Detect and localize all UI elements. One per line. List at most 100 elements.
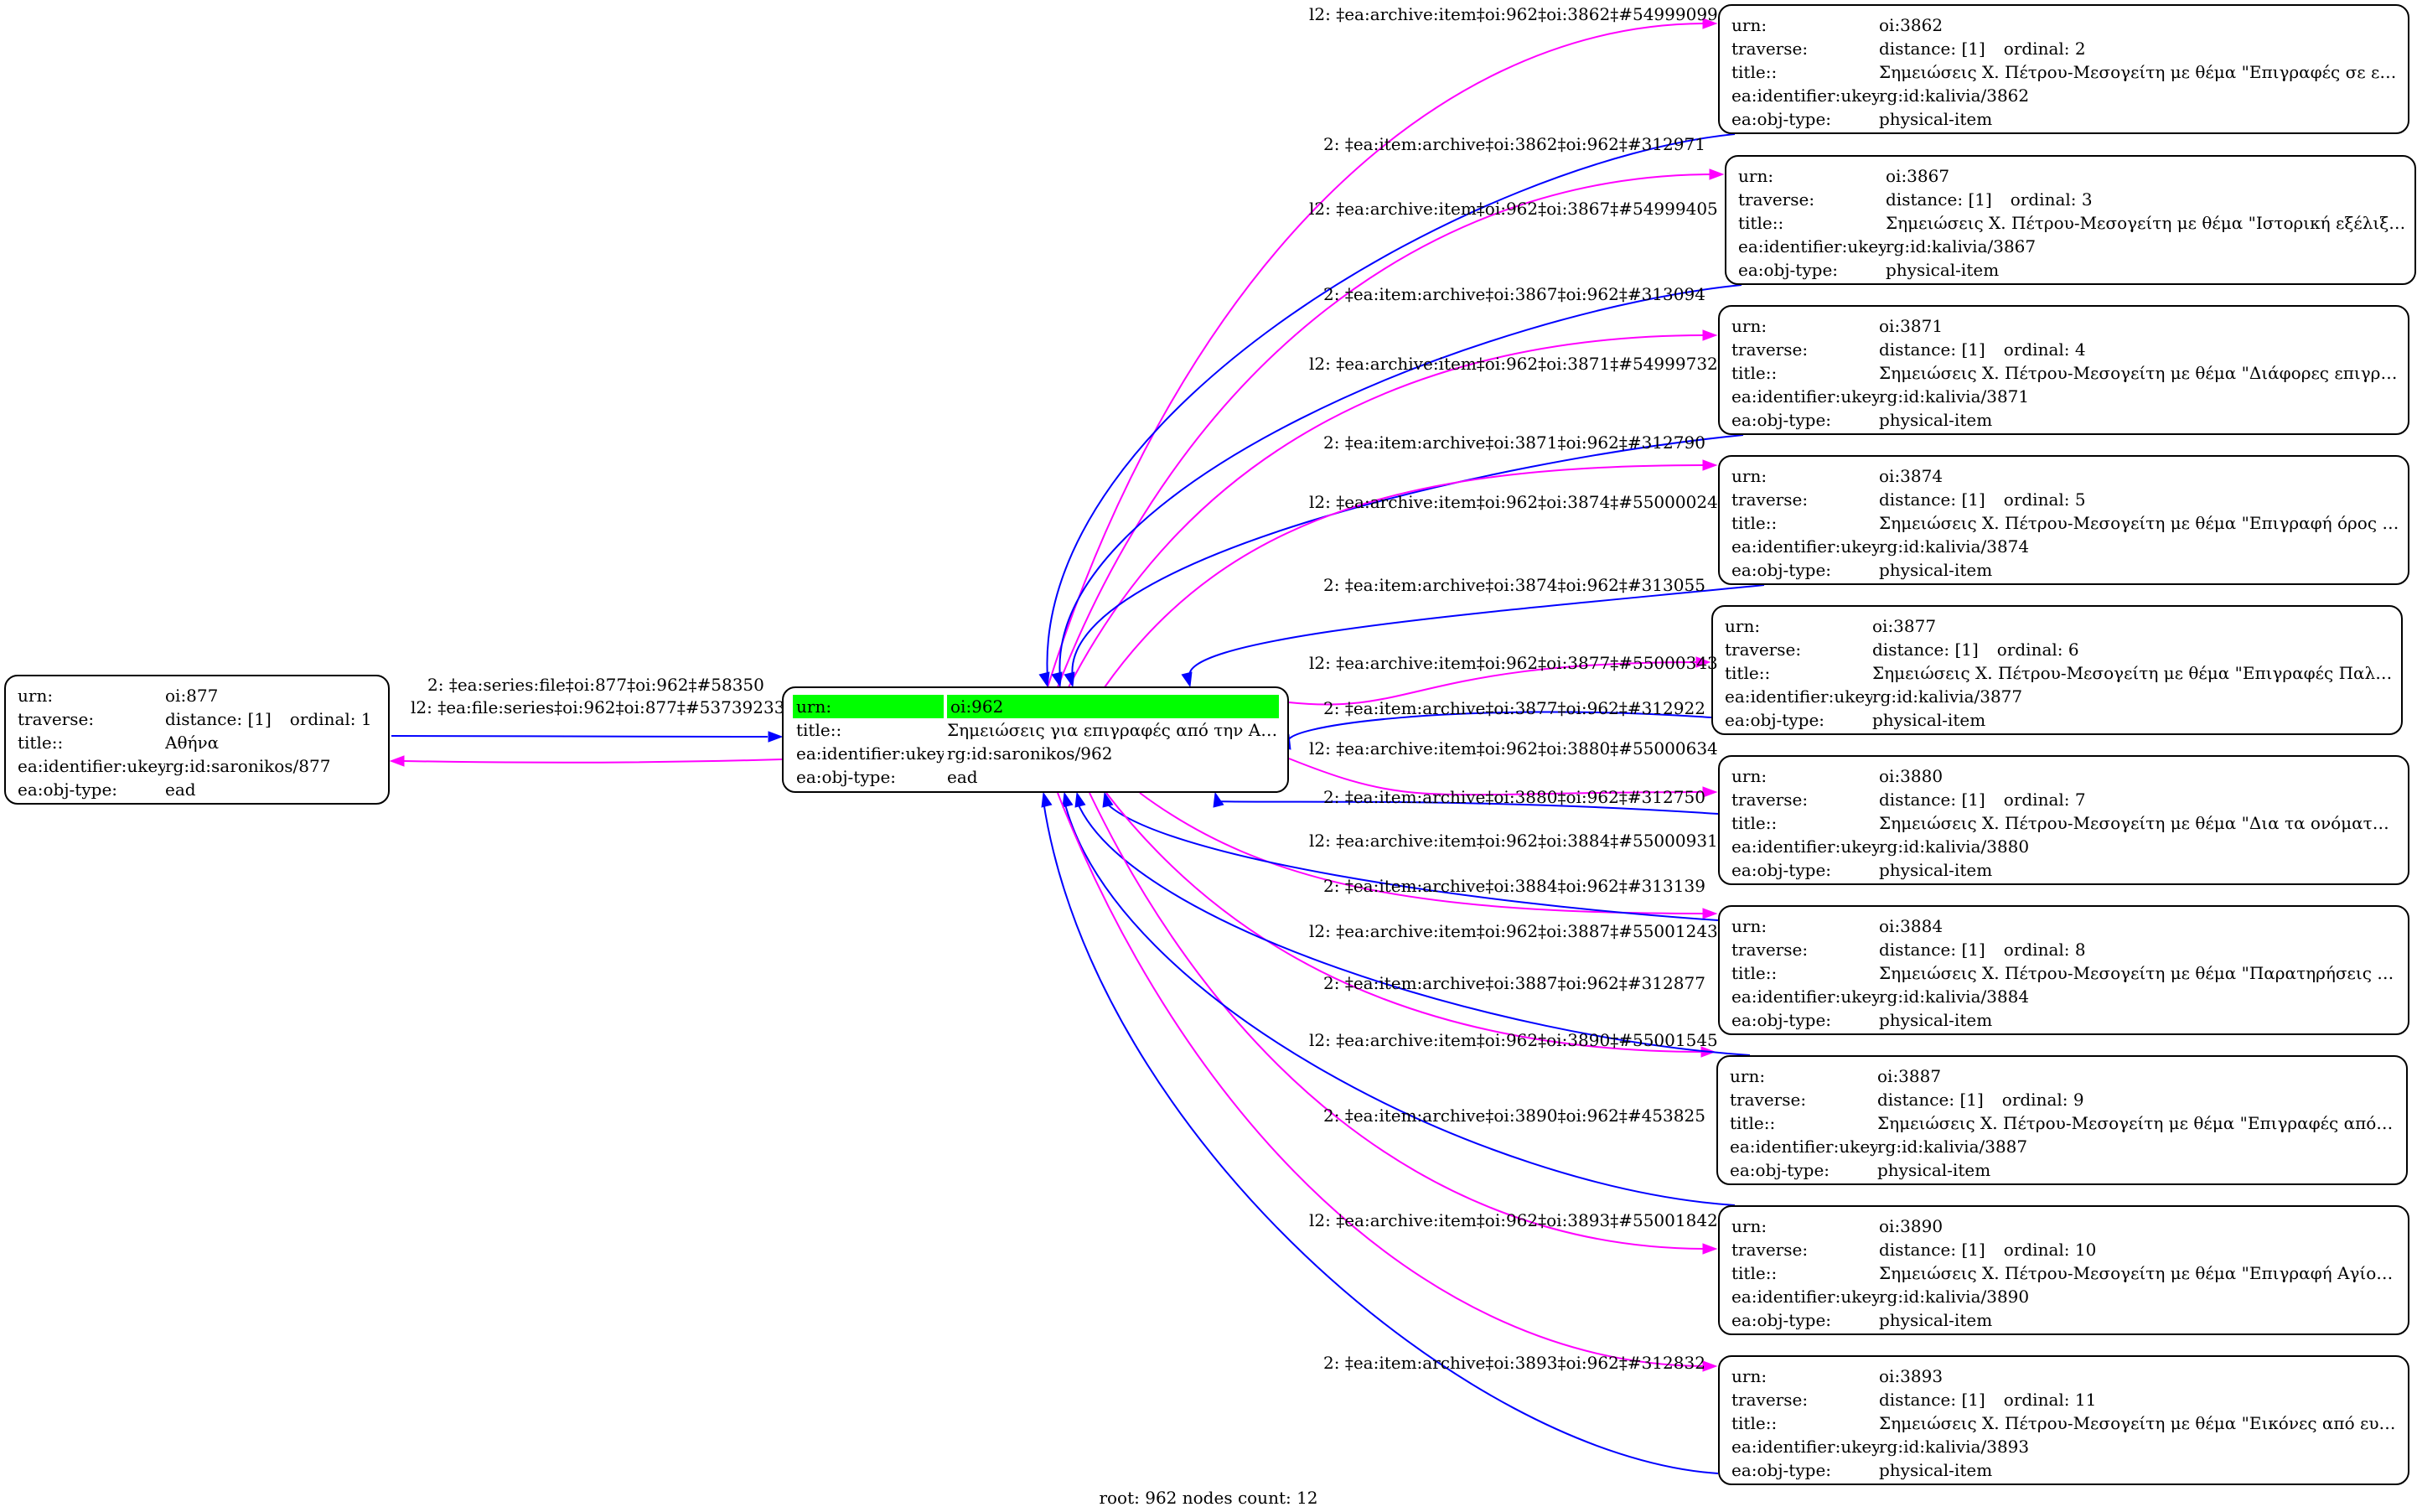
node-row-traverse: traverse:distance: [1]ordinal: 10 (1731, 1240, 2097, 1260)
child-node-oi-3867[interactable]: urn:oi:3867 traverse:distance: [1]ordinal… (1725, 155, 2416, 285)
edge-label-in-oi-3893: 2: ‡ea:item:archive‡oi:3893‡oi:962‡#3128… (1323, 1353, 1705, 1373)
edge-in-oi-3887 (1076, 800, 1751, 1056)
node-row-obj-type: ea:obj-type:ead (18, 779, 196, 800)
child-node-oi-3862[interactable]: urn:oi:3862 traverse:distance: [1]ordinal… (1718, 4, 2409, 134)
node-row-urn: urn:oi:3893 (1731, 1366, 1943, 1386)
edge-label-in-oi-3884: 2: ‡ea:item:archive‡oi:3884‡oi:962‡#3131… (1323, 876, 1705, 896)
node-row-obj-type: ea:obj-type:physical-item (1731, 1310, 1993, 1330)
node-row-title: title::Σημειώσεις Χ. Πέτρου-Μεσογείτη με… (1738, 213, 2406, 233)
edge-out-oi-3874-head (1702, 459, 1718, 471)
edge-in-oi-3871 (1071, 434, 1744, 679)
edge-out-oi-3890 (1089, 792, 1707, 1250)
node-row-obj-type: ea:obj-type:physical-item (1731, 860, 1993, 880)
node-row-obj-type: ea:obj-type:physical-item (1738, 260, 2000, 280)
edge-label-out-oi-3862: l2: ‡ea:archive:item‡oi:962‡oi:3862‡#549… (1309, 4, 1718, 24)
node-row-title: title::Σημειώσεις Χ. Πέτρου-Μεσογείτη με… (1731, 813, 2399, 833)
edge-label-out-oi-3887: l2: ‡ea:archive:item‡oi:962‡oi:3887‡#550… (1309, 921, 1718, 941)
edge-out-oi-3890-head (1702, 1243, 1718, 1255)
child-node-oi-3890[interactable]: urn:oi:3890 traverse:distance: [1]ordinal… (1718, 1205, 2409, 1335)
edge-out-oi-3867-head (1709, 168, 1725, 180)
node-row-traverse: traverse:distance: [1]ordinal: 3 (1738, 189, 2093, 210)
edge-out-oi-3884-head (1702, 908, 1718, 919)
child-node-oi-3871[interactable]: urn:oi:3871 traverse:distance: [1]ordinal… (1718, 305, 2409, 435)
node-row-traverse: traverse:distance: [1]ordinal: 2 (1731, 39, 2086, 59)
edge-out-oi-3867 (1057, 173, 1714, 688)
edge-out-oi-3877-head (1695, 656, 1711, 668)
node-row-urn: urn:oi:3887 (1730, 1066, 1942, 1086)
node-row-obj-type: ea:obj-type:physical-item (1731, 109, 1993, 129)
node-row-obj-type: ea:obj-type:physical-item (1731, 1460, 1993, 1480)
edge-label-out-oi-3890: l2: ‡ea:archive:item‡oi:962‡oi:3890‡#550… (1309, 1030, 1718, 1050)
edge-in-oi-3877 (1286, 711, 1712, 744)
edge-in-oi-3890 (1064, 800, 1736, 1206)
root-row-urn: urn:oi:962 (793, 695, 1279, 718)
edge-parent-out-head (768, 731, 784, 743)
node-row-obj-type: ea:obj-type:physical-item (1725, 710, 1986, 730)
edge-out-oi-3871-head (1702, 329, 1718, 341)
edge-out-oi-3874 (1104, 464, 1707, 688)
edge-label-out-oi-3884: l2: ‡ea:archive:item‡oi:962‡oi:3884‡#550… (1309, 831, 1718, 851)
node-row-urn: urn:oi:3890 (1731, 1216, 1943, 1236)
edge-in-oi-3874-head (1181, 671, 1193, 688)
root-node-oi-962[interactable]: urn:oi:962 title::Σημειώσεις για επιγραφ… (782, 686, 1289, 793)
edge-in-oi-3893 (1043, 800, 1719, 1474)
edge-out-oi-3893 (1057, 792, 1707, 1367)
edge-label-in-oi-3874: 2: ‡ea:item:archive‡oi:3874‡oi:962‡#3130… (1323, 575, 1705, 595)
node-row-traverse: traverse:distance: [1]ordinal: 6 (1725, 639, 2079, 660)
edge-out-oi-3862-head (1702, 18, 1718, 29)
edge-out-oi-3893-head (1702, 1360, 1718, 1372)
edge-out-oi-3862 (1047, 23, 1707, 688)
edge-out-oi-3877 (1288, 661, 1700, 706)
edge-label-parent-in: l2: ‡ea:file:series‡oi:962‡oi:877‡#53739… (411, 697, 785, 717)
node-row-urn: urn:oi:3867 (1738, 166, 1950, 186)
edge-out-oi-3884 (1139, 792, 1707, 914)
root-row-obj-type: ea:obj-type:ead (796, 767, 978, 787)
edge-out-oi-3871 (1068, 334, 1707, 688)
node-row-obj-type: ea:obj-type:physical-item (1731, 560, 1993, 580)
edge-in-oi-3887-head (1074, 791, 1086, 808)
node-row-title: title::Σημειώσεις Χ. Πέτρου-Μεσογείτη με… (1731, 62, 2399, 82)
node-row-title: title::Σημειώσεις Χ. Πέτρου-Μεσογείτη με… (1725, 663, 2393, 683)
node-row-urn: urn:oi:3880 (1731, 766, 1943, 786)
edge-in-oi-3874 (1188, 584, 1765, 679)
edge-in-oi-3867-head (1051, 671, 1063, 688)
edge-label-in-oi-3867: 2: ‡ea:item:archive‡oi:3867‡oi:962‡#3130… (1323, 284, 1705, 304)
node-row-traverse: traverse:distance: [1]ordinal: 7 (1731, 790, 2086, 810)
edge-label-in-oi-3871: 2: ‡ea:item:archive‡oi:3871‡oi:962‡#3127… (1323, 432, 1705, 453)
node-row-title: title::Σημειώσεις Χ. Πέτρου-Μεσογείτη με… (1731, 1413, 2399, 1433)
edge-out-oi-3887 (1105, 792, 1705, 1053)
node-row-traverse: traverse:distance: [1]ordinal: 1 (18, 709, 372, 729)
edge-in-oi-3880 (1214, 800, 1719, 815)
node-row-title: title::Σημειώσεις Χ. Πέτρου-Μεσογείτη με… (1731, 963, 2399, 983)
edge-label-parent-out: 2: ‡ea:series:file‡oi:877‡oi:962‡#58350 (427, 675, 764, 695)
parent-node-oi-877[interactable]: urn:oi:877 traverse:distance: [1]ordinal… (4, 675, 390, 805)
node-row-traverse: traverse:distance: [1]ordinal: 4 (1731, 339, 2086, 360)
edge-label-in-oi-3880: 2: ‡ea:item:archive‡oi:3880‡oi:962‡#3127… (1323, 787, 1705, 807)
edge-in-oi-3890-head (1062, 791, 1074, 808)
node-row-title: title::Σημειώσεις Χ. Πέτρου-Μεσογείτη με… (1731, 513, 2399, 533)
edge-in-oi-3871-head (1064, 671, 1075, 688)
edge-label-out-oi-3867: l2: ‡ea:archive:item‡oi:962‡oi:3867‡#549… (1309, 199, 1718, 219)
edge-label-out-oi-3877: l2: ‡ea:archive:item‡oi:962‡oi:3877‡#550… (1309, 653, 1718, 673)
edge-in-oi-3880-head (1213, 791, 1224, 808)
root-row-title: title::Σημειώσεις για επιγραφές από την … (796, 720, 1279, 740)
child-node-oi-3880[interactable]: urn:oi:3880 traverse:distance: [1]ordinal… (1718, 755, 2409, 885)
node-row-urn: urn:oi:3871 (1731, 316, 1943, 336)
edge-in-oi-3867 (1058, 284, 1742, 679)
node-row-urn: urn:oi:3862 (1731, 15, 1943, 35)
